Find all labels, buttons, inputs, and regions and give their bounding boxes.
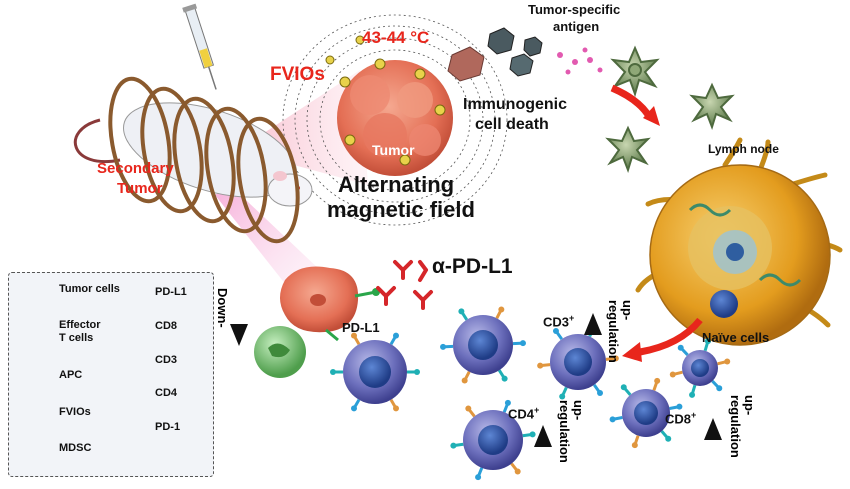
receptor-tip bbox=[537, 363, 543, 369]
secondary-tumor-label: Tumor bbox=[117, 180, 163, 197]
pdl1-label: PD-L1 bbox=[342, 320, 380, 335]
cd3-label: CD3+ bbox=[543, 313, 574, 329]
legend: Tumor cells Effector T cells APC FVIOs M… bbox=[8, 272, 214, 477]
cd8-label: CD8+ bbox=[665, 410, 696, 426]
mdsc-icon bbox=[254, 326, 306, 378]
t-cell-icon bbox=[670, 338, 730, 398]
cd4-label: CD4+ bbox=[508, 405, 539, 421]
tumor-specific-label: Tumor-specific bbox=[528, 2, 620, 17]
t-cell-nucleus bbox=[691, 359, 709, 377]
receptor-tip bbox=[515, 468, 521, 474]
receptor-tip bbox=[597, 390, 603, 396]
receptor-tip bbox=[654, 378, 660, 384]
naive-cells-label: Naïve cells bbox=[702, 330, 769, 345]
legend-cd8: CD8 bbox=[155, 320, 177, 332]
up-triangle-cd4 bbox=[534, 425, 552, 447]
receptor-tip bbox=[462, 378, 468, 384]
legend-fvios: FVIOs bbox=[59, 406, 91, 418]
up-triangle-cd3 bbox=[584, 313, 602, 335]
receptor-tip bbox=[351, 405, 357, 411]
t-cell-icon bbox=[330, 333, 420, 412]
legend-cd4: CD4 bbox=[155, 387, 177, 399]
up-regulation-cd8-text: up-regulation bbox=[728, 395, 756, 458]
dying-cells bbox=[448, 28, 542, 81]
receptor-tip bbox=[621, 384, 627, 390]
legend-apc: APC bbox=[59, 369, 82, 381]
alternating-label: Alternating bbox=[338, 172, 454, 198]
receptor-tip bbox=[465, 406, 471, 412]
receptor-tip bbox=[676, 404, 682, 410]
receptor-tip bbox=[498, 306, 504, 312]
receptor-tip bbox=[665, 436, 671, 442]
antigen-label: antigen bbox=[553, 19, 599, 34]
receptor-tip bbox=[678, 345, 684, 351]
receptor-tip bbox=[414, 369, 420, 375]
lymph-node-label: Lymph node bbox=[708, 142, 779, 156]
receptor-tip bbox=[458, 308, 464, 314]
receptor-tip bbox=[440, 344, 446, 350]
alpha-pdl1-label: α-PD-L1 bbox=[432, 255, 513, 279]
receptor-tip bbox=[450, 443, 456, 449]
t-cell-nucleus bbox=[564, 348, 592, 376]
antigen-dots bbox=[557, 48, 603, 75]
receptor-tip bbox=[475, 474, 481, 480]
syringe-icon bbox=[182, 4, 223, 92]
legend-effector: Effector bbox=[59, 319, 101, 331]
tumor-label: Tumor bbox=[372, 142, 415, 158]
secondary-label: Secondary bbox=[97, 160, 174, 177]
receptor-tip bbox=[689, 392, 695, 398]
t-cell-nucleus bbox=[478, 425, 508, 455]
up-regulation-cd3-text: up-regulation bbox=[606, 300, 634, 363]
legend-cd3: CD3 bbox=[155, 354, 177, 366]
up-triangle-cd8 bbox=[704, 418, 722, 440]
legend-t-cells: T cells bbox=[59, 332, 93, 344]
receptor-tip bbox=[610, 416, 616, 422]
receptor-tip bbox=[520, 340, 526, 346]
receptor-tip bbox=[716, 385, 722, 391]
legend-pd1: PD-1 bbox=[155, 421, 180, 433]
arrow-icon-2 bbox=[640, 320, 700, 352]
magnetic-field-label: magnetic field bbox=[327, 197, 475, 223]
fvios-label: FVIOs bbox=[270, 64, 325, 86]
receptor-tip bbox=[330, 369, 336, 375]
receptor-tip bbox=[724, 358, 730, 364]
antibody-icon bbox=[378, 262, 431, 308]
receptor-tip bbox=[393, 405, 399, 411]
t-cell-icon bbox=[440, 306, 526, 383]
receptor-tip bbox=[502, 376, 508, 382]
lymph-node-icon bbox=[638, 140, 840, 345]
t-cell-nucleus bbox=[468, 330, 498, 360]
arrow-icon bbox=[612, 88, 650, 118]
t-cell-nucleus bbox=[634, 401, 658, 425]
immunogenic-label: Immunogenic bbox=[463, 96, 567, 114]
temperature-label: 43-44 °C bbox=[362, 28, 429, 48]
down-triangle-mdsc bbox=[230, 324, 248, 346]
up-regulation-cd4-text: up-regulation bbox=[557, 400, 585, 463]
receptor-tip bbox=[632, 442, 638, 448]
receptor-tip bbox=[393, 333, 399, 339]
receptor-tip bbox=[559, 394, 565, 400]
receptor-tip bbox=[670, 372, 676, 378]
cell-death-label: cell death bbox=[475, 116, 549, 134]
legend-tumor-cells: Tumor cells bbox=[59, 283, 120, 295]
legend-mdsc: MDSC bbox=[59, 442, 91, 454]
legend-pdl1: PD-L1 bbox=[155, 286, 187, 298]
t-cell-nucleus bbox=[359, 356, 391, 388]
t-cell-group bbox=[330, 306, 730, 480]
